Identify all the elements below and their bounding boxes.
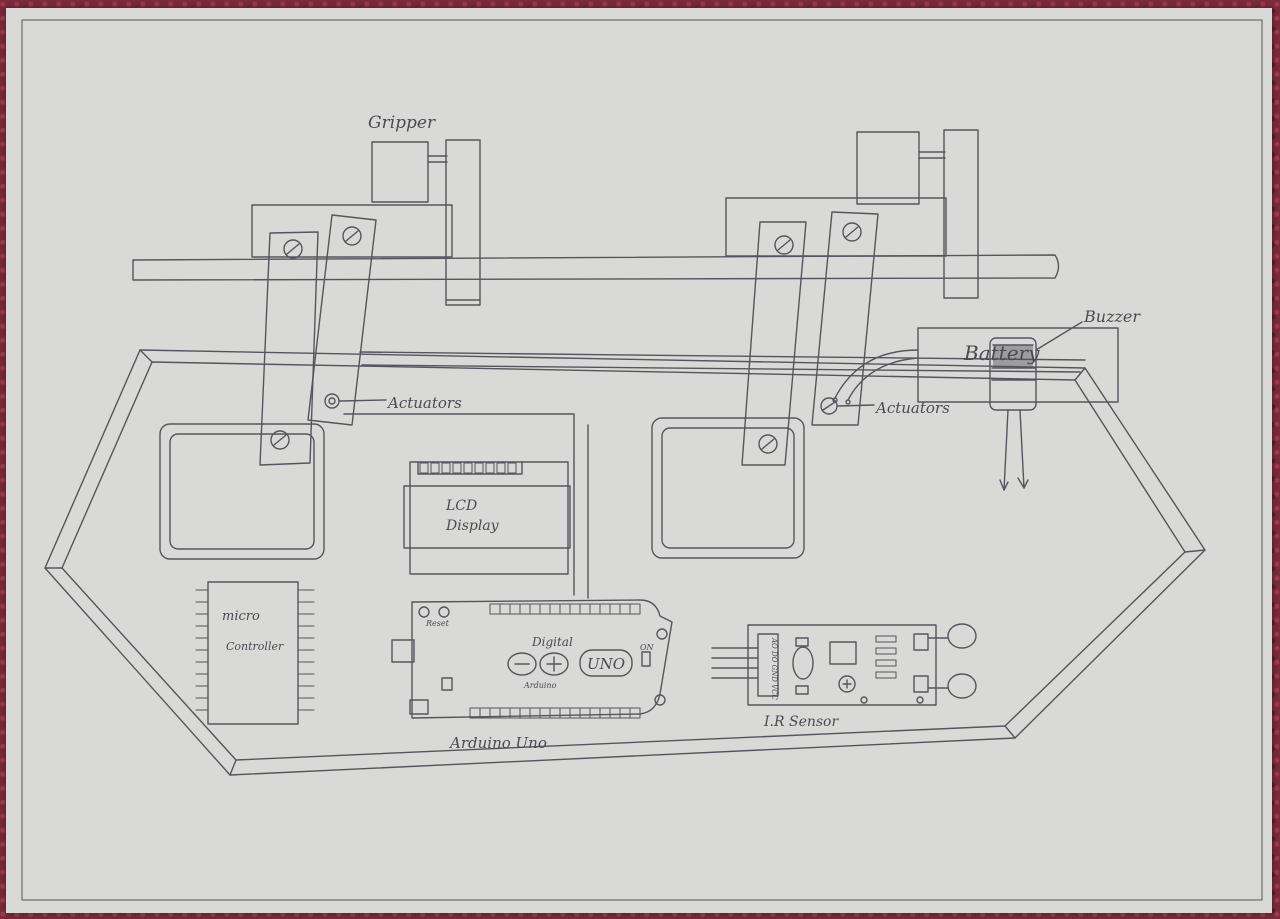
gripper-label: Gripper xyxy=(368,113,436,133)
arduino-uno-board xyxy=(392,600,672,718)
arduino-on-label: ON xyxy=(640,643,655,652)
ir-sensor-label: I.R Sensor xyxy=(763,714,839,730)
ir-pin-labels: AO DO GND VCC xyxy=(770,637,778,701)
micro-label-line2: Controller xyxy=(226,640,284,653)
arduino-brand-label: Arduino xyxy=(523,681,557,690)
battery-label: Battery xyxy=(963,341,1040,365)
microcontroller xyxy=(196,582,314,724)
gripper-left xyxy=(160,140,480,559)
gripper-right xyxy=(652,130,978,558)
gripper-rail xyxy=(133,255,1085,372)
arduino-reset-label: Reset xyxy=(425,619,450,628)
actuators-left-leader xyxy=(340,400,386,401)
micro-label-line1: micro xyxy=(222,609,260,624)
paper-border xyxy=(22,20,1262,900)
buzzer-label: Buzzer xyxy=(1083,307,1141,326)
lcd-label-line1: LCD xyxy=(445,498,477,514)
arduino-caption: Arduino Uno xyxy=(448,734,547,752)
actuators-right-leader xyxy=(838,405,874,406)
arduino-digital-label: Digital xyxy=(531,635,573,649)
robot-base xyxy=(45,350,1205,775)
ir-sensor xyxy=(712,624,976,705)
actuators-left-label: Actuators xyxy=(386,394,462,412)
actuators-right-label: Actuators xyxy=(874,399,950,417)
arduino-uno-logo: UNO xyxy=(587,655,625,673)
lcd-label-line2: Display xyxy=(445,518,500,534)
